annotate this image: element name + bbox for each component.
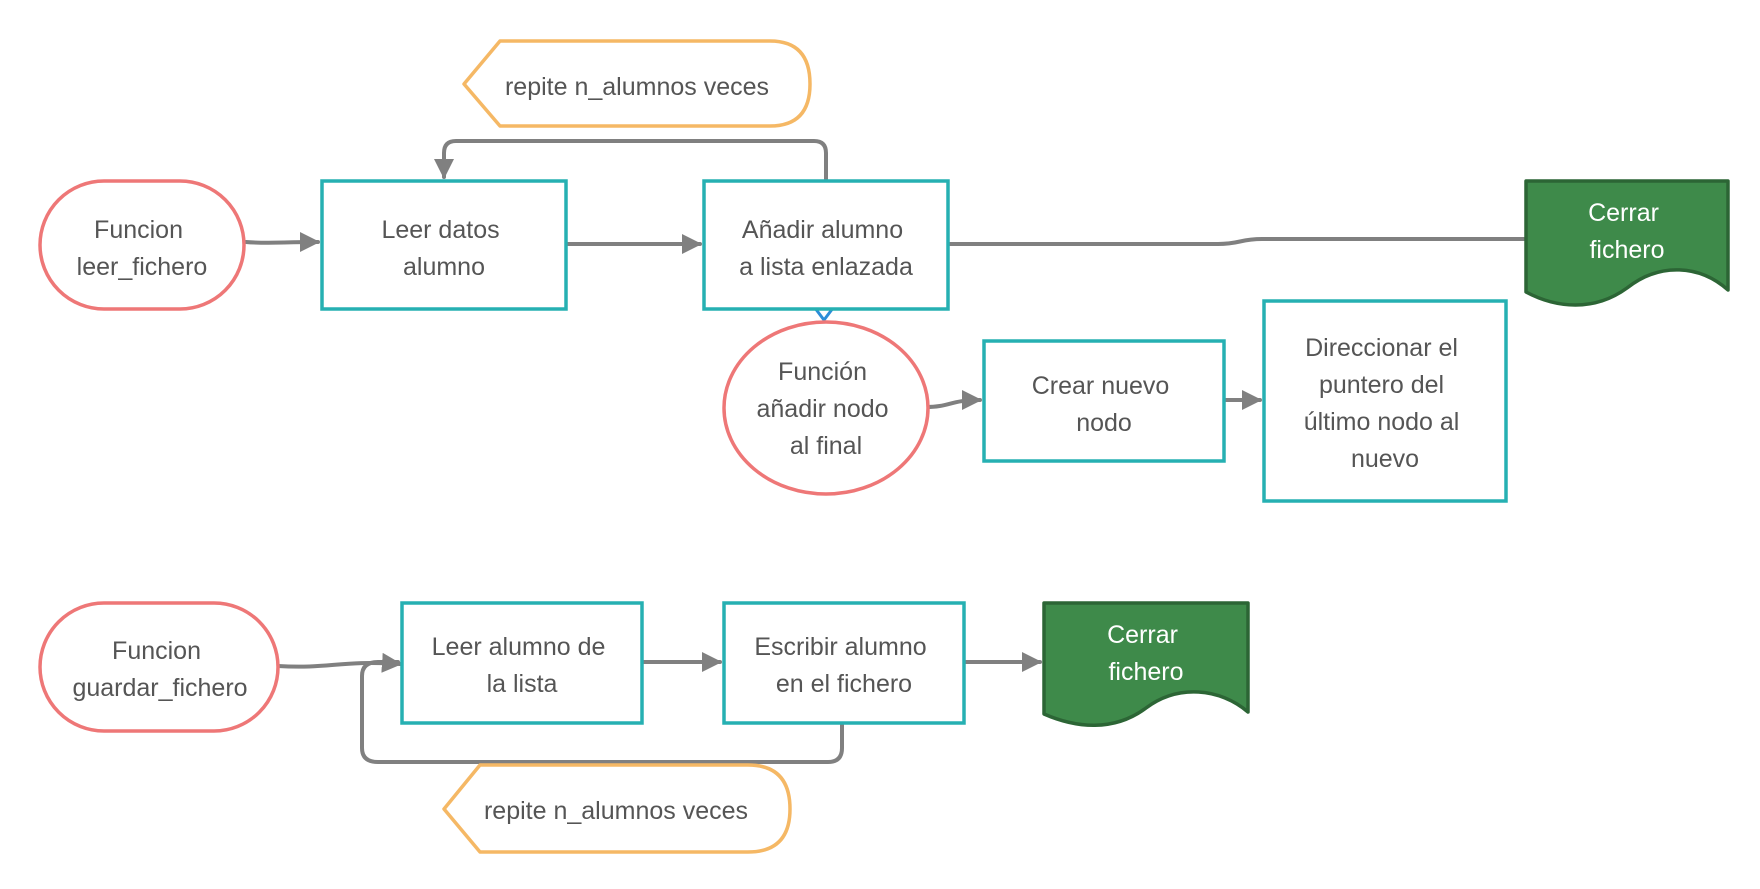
- svg-text:Cerrar fichero: Cerrar fichero: [1107, 621, 1185, 686]
- svg-text:Direccionar el puntero d: Direccionar el puntero del último nodo a…: [1304, 334, 1467, 473]
- top-add-process: Añadir alumno a lista enlazada: [702, 179, 950, 311]
- bottom-close-document: Cerrar fichero: [1042, 601, 1250, 727]
- sub-func-terminator: Función añadir nodo al final: [722, 320, 930, 496]
- top-start-terminator: Funcion leer_fichero: [38, 179, 246, 311]
- svg-text:Leer datos alumno: Leer datos alumno: [381, 216, 506, 281]
- svg-text:Añadir alumno a lista en: Añadir alumno a lista enlazada: [739, 216, 913, 281]
- svg-text:Escribir alumno en el fi: Escribir alumno en el fichero: [754, 633, 933, 698]
- top-loop-display: repite n_alumnos veces: [462, 39, 812, 128]
- bottom-write-process: Escribir alumno en el fichero: [722, 601, 966, 725]
- svg-text:Función añadir nodo: Función añadir nodo al final: [756, 358, 895, 460]
- svg-text:Funcion leer_fichero: Funcion leer_fichero: [77, 216, 208, 281]
- svg-text:Cerrar fichero: Cerrar fichero: [1588, 199, 1666, 264]
- connector-loop-bottom: [360, 660, 844, 764]
- bottom-start-terminator: Funcion guardar_fichero: [38, 601, 280, 733]
- svg-text:Leer alumno de la lista: Leer alumno de la lista: [432, 633, 613, 698]
- svg-text:Funcion guardar_fichero: Funcion guardar_fichero: [72, 637, 247, 702]
- top-read-process: Leer datos alumno: [320, 179, 568, 311]
- svg-text:repite n_alumnos veces: repite n_alumnos veces: [484, 797, 748, 825]
- connectors: [244, 139, 1526, 764]
- bottom-loop-display: repite n_alumnos veces: [442, 763, 792, 854]
- connector-func-to-create: [924, 390, 982, 411]
- svg-text:repite n_alumnos veces: repite n_alumnos veces: [505, 73, 769, 101]
- top-close-document: Cerrar fichero: [1524, 179, 1730, 307]
- bottom-read-process: Leer alumno de la lista: [400, 601, 644, 725]
- connector-add-to-close: [946, 237, 1526, 246]
- connector-loop-top: [434, 139, 828, 181]
- sub-point-process: Direccionar el puntero del último nodo a…: [1262, 299, 1508, 503]
- connector-start-to-read: [244, 232, 320, 253]
- sub-create-process: Crear nuevo nodo: [982, 339, 1226, 463]
- svg-text:Crear nuevo nodo: Crear nuevo nodo: [1032, 372, 1177, 437]
